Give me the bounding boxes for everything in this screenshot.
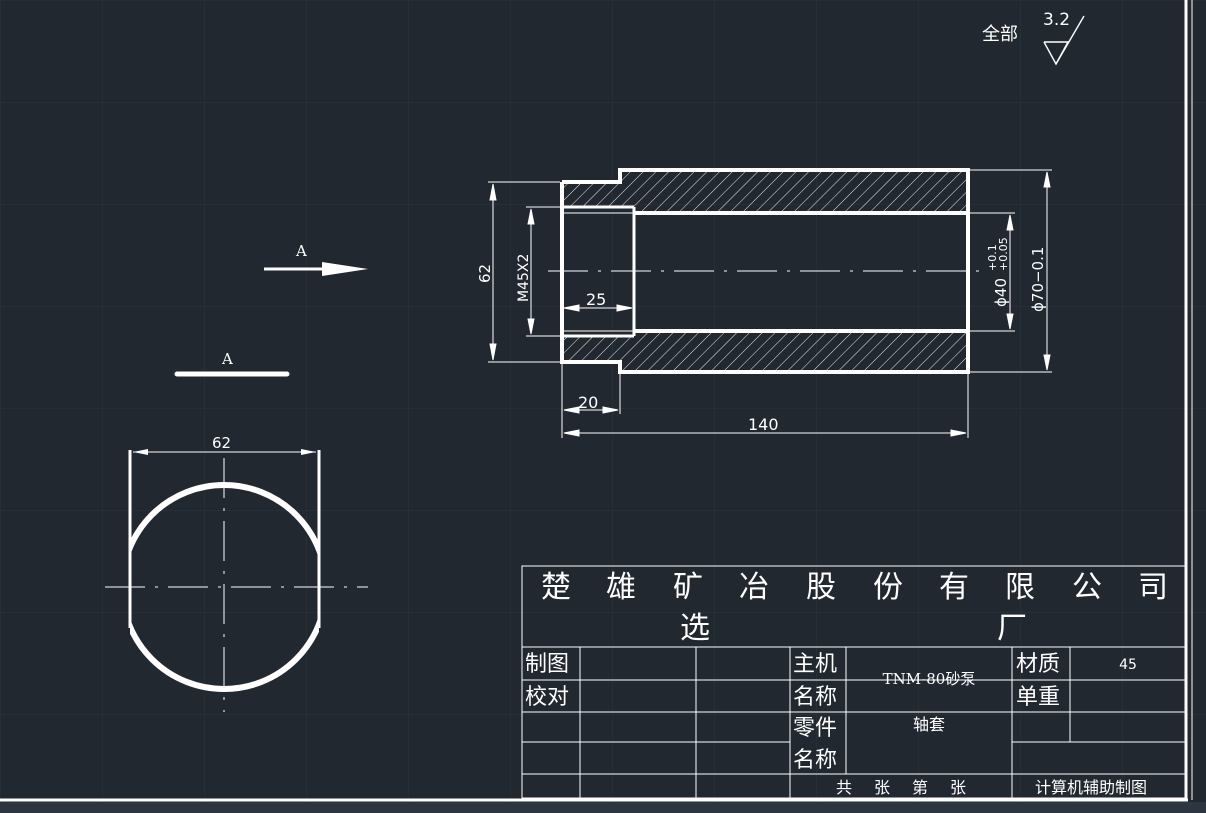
dim-bore-tol-lower: +0.05 bbox=[997, 237, 1010, 271]
dim-thread-depth: 25 bbox=[586, 290, 606, 309]
title-block bbox=[521, 565, 1187, 799]
dim-outer-dia: ϕ70−0.1 bbox=[1029, 247, 1047, 312]
title-block-text: 楚 雄 矿 冶 股 份 有 限 公 司 选 厂 制图 校对 主机 名称 TNM-… bbox=[525, 570, 1168, 797]
arrow-right-icon bbox=[322, 262, 368, 276]
company-char: 司 bbox=[1138, 570, 1168, 605]
part-value: 轴套 bbox=[913, 715, 945, 734]
hatch-top-left bbox=[562, 170, 968, 213]
drawn-by-label: 制图 bbox=[525, 652, 569, 677]
section-dimensions bbox=[488, 169, 1052, 438]
dept-left: 选 bbox=[680, 611, 710, 646]
part-label-2: 名称 bbox=[793, 748, 837, 773]
view-label-a: A bbox=[174, 350, 290, 377]
surface-finish-note: 全部 3.2 bbox=[982, 10, 1085, 66]
company-char: 限 bbox=[1005, 570, 1035, 605]
surface-finish-label: 全部 bbox=[982, 24, 1018, 45]
view-arrow-label: A bbox=[295, 242, 307, 260]
dim-bore-tol-upper: +0.1 bbox=[986, 244, 999, 271]
hatch-bottom-left bbox=[562, 331, 968, 372]
dim-bore-base: ϕ40 bbox=[992, 278, 1010, 307]
machine-value: TNM-80砂泵 bbox=[883, 670, 976, 688]
company-char: 股 bbox=[806, 570, 836, 605]
part-label-1: 零件 bbox=[793, 716, 837, 741]
dim-thread: M45X2 bbox=[516, 254, 532, 302]
machine-label-1: 主机 bbox=[793, 652, 837, 677]
company-char: 冶 bbox=[739, 570, 769, 605]
bottom-strip bbox=[0, 802, 1206, 813]
checked-by-label: 校对 bbox=[525, 685, 569, 710]
company-char: 楚 bbox=[541, 570, 571, 605]
footer-text: 计算机辅助制图 bbox=[1035, 778, 1147, 797]
dim-shoulder-dia: 62 bbox=[476, 264, 494, 283]
end-view: 62 bbox=[105, 434, 368, 712]
sheet-text: 张 bbox=[950, 778, 966, 797]
part-outline bbox=[560, 168, 970, 374]
view-label-text: A bbox=[221, 350, 233, 368]
end-view-dim-flat: 62 bbox=[212, 434, 231, 452]
machine-label-2: 名称 bbox=[793, 685, 837, 710]
surface-finish-value: 3.2 bbox=[1043, 10, 1070, 30]
sheet-text: 共 bbox=[836, 778, 852, 797]
company-char: 有 bbox=[939, 570, 969, 605]
weight-label: 单重 bbox=[1016, 685, 1060, 710]
sheet-text: 张 bbox=[874, 778, 890, 797]
material-value: 45 bbox=[1119, 657, 1137, 673]
dim-overall-length: 140 bbox=[748, 415, 779, 434]
dept-right: 厂 bbox=[997, 611, 1027, 646]
material-label: 材质 bbox=[1016, 652, 1060, 677]
company-char: 份 bbox=[873, 570, 903, 605]
company-char: 公 bbox=[1072, 570, 1102, 605]
sheet-text: 第 bbox=[912, 778, 928, 797]
view-arrow-a: A bbox=[264, 242, 368, 276]
company-char: 矿 bbox=[673, 570, 703, 605]
company-char: 雄 bbox=[606, 570, 636, 605]
dim-shoulder-length: 20 bbox=[578, 393, 598, 412]
section-dimension-text: 140 20 25 62 M45X2 ϕ40 +0.1 +0.05 ϕ70−0.… bbox=[476, 237, 1047, 434]
section-view bbox=[548, 168, 985, 374]
